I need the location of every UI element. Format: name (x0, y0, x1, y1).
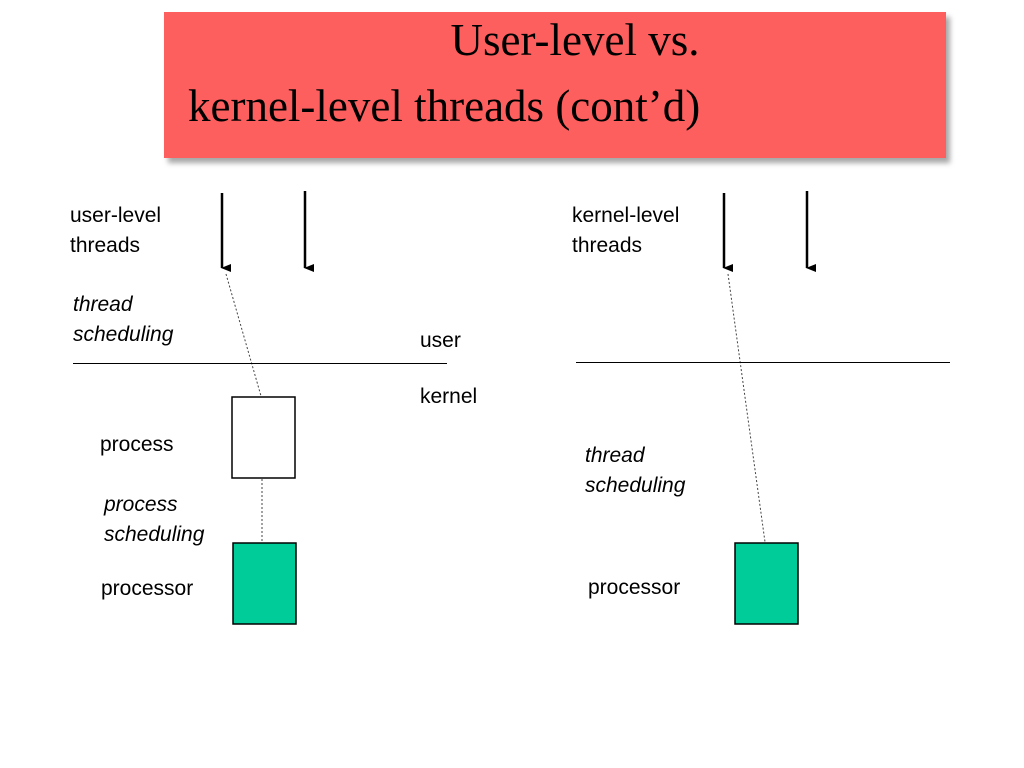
process-scheduling-line-1: process (104, 493, 178, 516)
slide-title-line-2: kernel-level threads (cont’d) (188, 81, 701, 131)
slide-title-box: User-level vs. kernel-level threads (con… (164, 12, 946, 158)
left-processor-box (232, 542, 297, 625)
right-thread-scheduling-label: thread scheduling (585, 441, 685, 501)
kernel-space-label: kernel (420, 385, 478, 408)
left-thread-scheduling-line-1: thread (73, 293, 133, 316)
kernel-level-threads-label: kernel-level threads (572, 201, 679, 261)
right-thread-to-processor-link (727, 273, 766, 543)
kernel-level-threads-label-line-2: threads (572, 234, 643, 257)
user-level-threads-label-line-2: threads (70, 234, 141, 257)
right-processor-label: processor (588, 576, 681, 599)
user-space-label: user (420, 329, 461, 352)
user-level-threads-label: user-level threads (70, 201, 161, 261)
process-box (231, 396, 296, 479)
process-label: process (100, 433, 174, 456)
process-scheduling-label: process scheduling (104, 490, 204, 550)
left-user-kernel-boundary (73, 363, 447, 364)
left-thread-to-process-link (225, 273, 262, 397)
left-thread-scheduling-label: thread scheduling (73, 290, 173, 350)
left-processor-label: processor (101, 577, 194, 600)
slide-title-line-1: User-level vs. (450, 15, 700, 65)
right-thread-scheduling-line-1: thread (585, 444, 645, 467)
user-level-threads-label-line-1: user-level (70, 204, 162, 227)
right-processor-box (734, 542, 799, 625)
kernel-level-threads-label-line-1: kernel-level (572, 204, 680, 227)
left-thread-scheduling-line-2: scheduling (73, 323, 174, 346)
right-thread-scheduling-line-2: scheduling (585, 474, 686, 497)
right-user-kernel-boundary (576, 362, 950, 363)
process-scheduling-line-2: scheduling (104, 523, 205, 546)
